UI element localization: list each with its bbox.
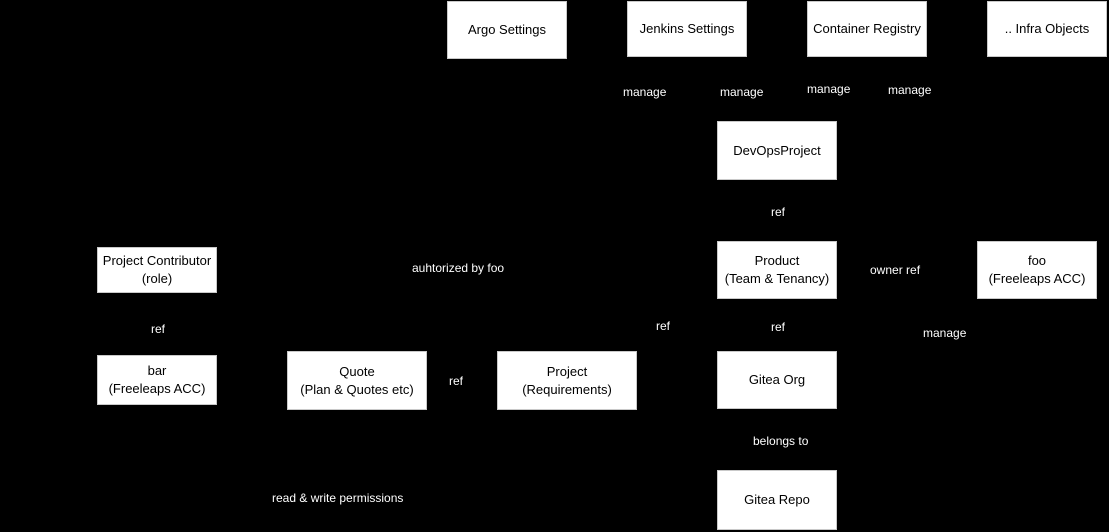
- edge-label-owner-ref: owner ref: [868, 263, 923, 277]
- edge-label-belongs-to: belongs to: [751, 434, 811, 448]
- edge-label-authorized-by-foo: auhtorized by foo: [410, 261, 507, 275]
- node-project-contributor: Project Contributor (role): [97, 247, 217, 293]
- node-gitea-org: Gitea Org: [717, 351, 837, 409]
- node-devops-project: DevOpsProject: [717, 121, 837, 180]
- edge-label-read-write-permissions: read & write permissions: [270, 491, 406, 505]
- edge-label-ref-devops-product: ref: [769, 205, 788, 219]
- node-gitea-repo: Gitea Repo: [717, 470, 837, 530]
- edge-label-manage-infra: manage: [886, 83, 934, 97]
- edge-label-ref-project-product: ref: [654, 319, 673, 333]
- edge-label-manage-jenkins: manage: [718, 85, 766, 99]
- node-foo-freeleaps-acc: foo (Freeleaps ACC): [977, 241, 1097, 299]
- edge-label-ref-product-gitea-org: ref: [769, 320, 788, 334]
- node-infra-objects: .. Infra Objects: [987, 1, 1107, 57]
- node-product: Product (Team & Tenancy): [717, 241, 837, 299]
- node-argo-settings: Argo Settings: [447, 1, 567, 59]
- edge-label-manage-foo: manage: [921, 326, 969, 340]
- node-jenkins-settings: Jenkins Settings: [627, 1, 747, 57]
- node-project: Project (Requirements): [497, 351, 637, 410]
- edge-label-manage-argo: manage: [621, 85, 669, 99]
- edge-label-ref-quote-project: ref: [447, 374, 466, 388]
- edge-label-manage-registry: manage: [805, 82, 853, 96]
- node-container-registry: Container Registry: [807, 1, 927, 57]
- node-bar-freeleaps-acc: bar (Freeleaps ACC): [97, 355, 217, 405]
- edge-label-ref-contributor-bar: ref: [149, 322, 168, 336]
- node-quote: Quote (Plan & Quotes etc): [287, 351, 427, 410]
